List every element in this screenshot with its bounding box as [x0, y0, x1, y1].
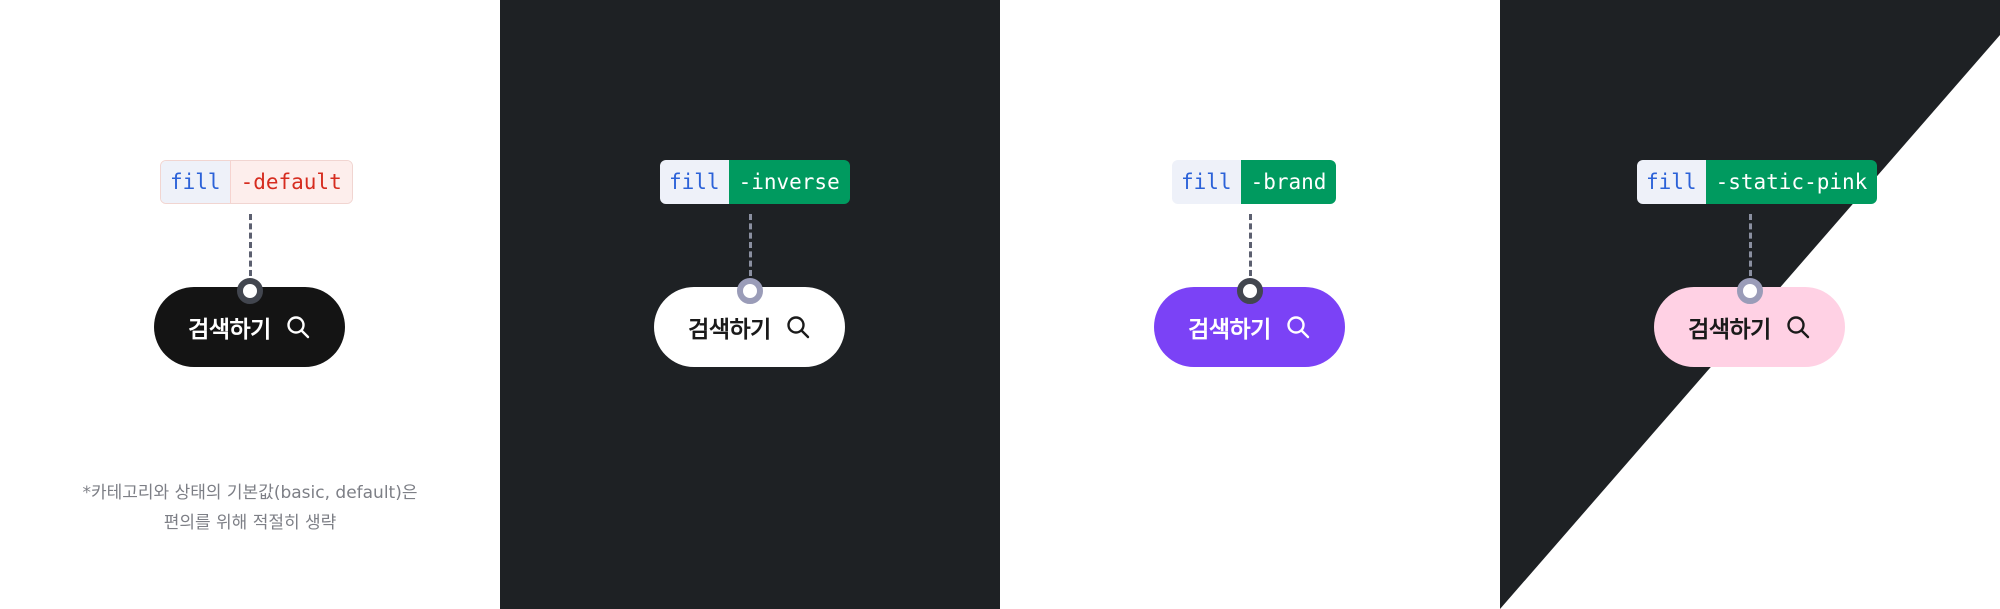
search-button-label: 검색하기 — [688, 317, 771, 343]
search-icon — [1285, 314, 1311, 340]
connector-line — [749, 214, 752, 276]
search-button-label: 검색하기 — [1688, 317, 1771, 343]
token-label-brand: fill -brand — [1172, 160, 1337, 204]
search-icon — [285, 314, 311, 340]
connector-dot — [737, 278, 763, 304]
panel-default: fill -default 검색하기 *카테고리와 상태의 기본값(basic,… — [0, 0, 500, 609]
search-icon — [1785, 314, 1811, 340]
panel-static-pink: fill -static-pink 검색하기 — [1500, 0, 2000, 609]
token-value: -brand — [1240, 160, 1337, 204]
footnote: *카테고리와 상태의 기본값(basic, default)은 편의를 위해 적… — [40, 478, 460, 538]
token-prop: fill — [1172, 160, 1241, 204]
search-button-label: 검색하기 — [188, 317, 271, 343]
connector-line — [1249, 214, 1252, 276]
connector-dot — [237, 278, 263, 304]
connector-dot — [1737, 278, 1763, 304]
token-label-inverse: fill -inverse — [660, 160, 850, 204]
token-label-static-pink: fill -static-pink — [1637, 160, 1878, 204]
token-prop: fill — [660, 160, 729, 204]
token-value: -inverse — [728, 160, 850, 204]
connector-dot — [1237, 278, 1263, 304]
token-label-default: fill -default — [160, 160, 353, 204]
search-button-inverse[interactable]: 검색하기 — [654, 287, 845, 367]
panel-brand: fill -brand 검색하기 — [1000, 0, 1500, 609]
token-prop: fill — [1637, 160, 1706, 204]
search-icon — [785, 314, 811, 340]
connector-line — [249, 214, 252, 276]
search-button-label: 검색하기 — [1188, 317, 1271, 343]
token-value: -static-pink — [1705, 160, 1878, 204]
panel-inverse: fill -inverse 검색하기 — [500, 0, 1000, 609]
footnote-line-1: *카테고리와 상태의 기본값(basic, default)은 — [82, 483, 418, 503]
token-value: -default — [229, 161, 352, 203]
connector-line — [1749, 214, 1752, 276]
footnote-line-2: 편의를 위해 적절히 생략 — [163, 513, 337, 533]
token-prop: fill — [161, 161, 230, 203]
